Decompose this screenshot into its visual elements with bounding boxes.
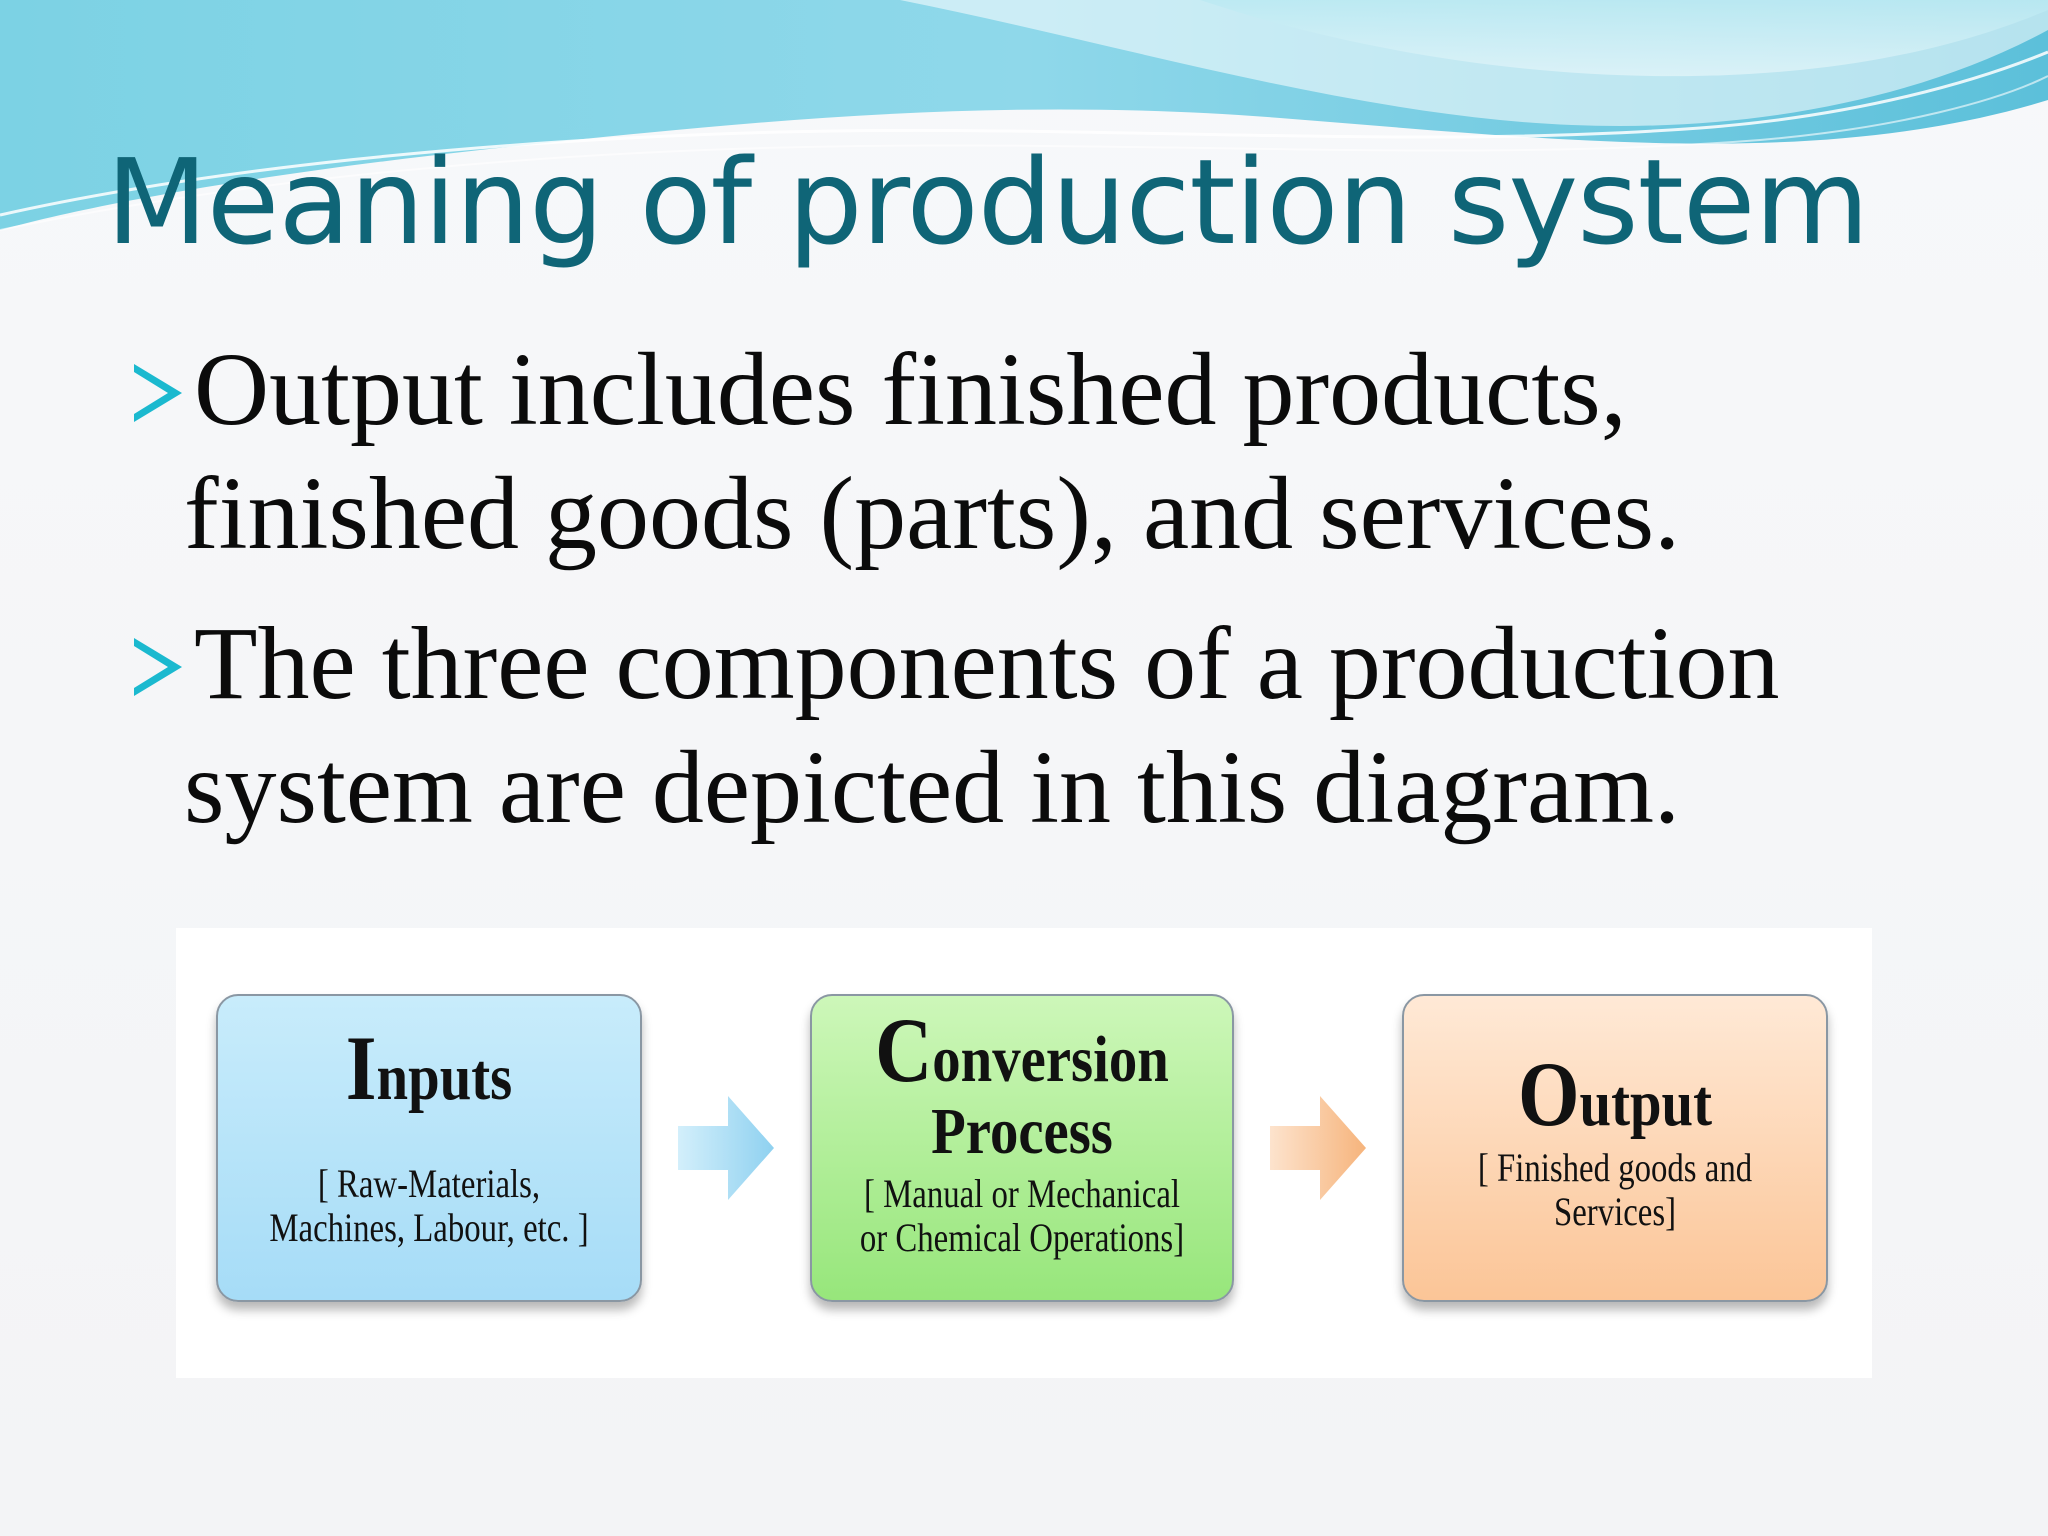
production-system-diagram: Inputs [ Raw-Materials, Machines, Labour… — [176, 928, 1872, 1378]
inputs-box: Inputs [ Raw-Materials, Machines, Labour… — [216, 994, 642, 1302]
conversion-process-box: Conversion Process [ Manual or Mechanica… — [810, 994, 1234, 1302]
bullet-text-line-2: system are depicted in this diagram. — [184, 730, 1681, 845]
conversion-title: Conversion — [875, 999, 1169, 1101]
bullet-text-line-2: finished goods (parts), and services. — [184, 456, 1681, 571]
conversion-description: [ Manual or Mechanical or Chemical Opera… — [859, 1171, 1185, 1260]
bullet-item: Output includes finished products, finis… — [130, 328, 1990, 576]
output-title: Output — [1517, 1043, 1713, 1145]
bullet-text-line-1: Output includes finished products, — [194, 332, 1627, 447]
bullet-text-line-1: The three components of a production — [194, 606, 1780, 721]
inputs-description: [ Raw-Materials, Machines, Labour, etc. … — [269, 1161, 589, 1250]
arrowhead-bullet-icon — [134, 364, 182, 422]
inputs-title: Inputs — [345, 1017, 513, 1119]
bullet-item: The three components of a production sys… — [130, 602, 1990, 850]
right-arrow-icon — [1270, 1096, 1366, 1200]
right-arrow-icon — [678, 1096, 774, 1200]
output-description: [ Finished goods and Services] — [1477, 1145, 1753, 1234]
decorative-wave-header — [0, 0, 2048, 231]
output-box: Output [ Finished goods and Services] — [1402, 994, 1828, 1302]
arrowhead-bullet-icon — [134, 638, 182, 696]
process-title: Process — [931, 1095, 1113, 1168]
slide-title: Meaning of production system — [106, 133, 1869, 271]
